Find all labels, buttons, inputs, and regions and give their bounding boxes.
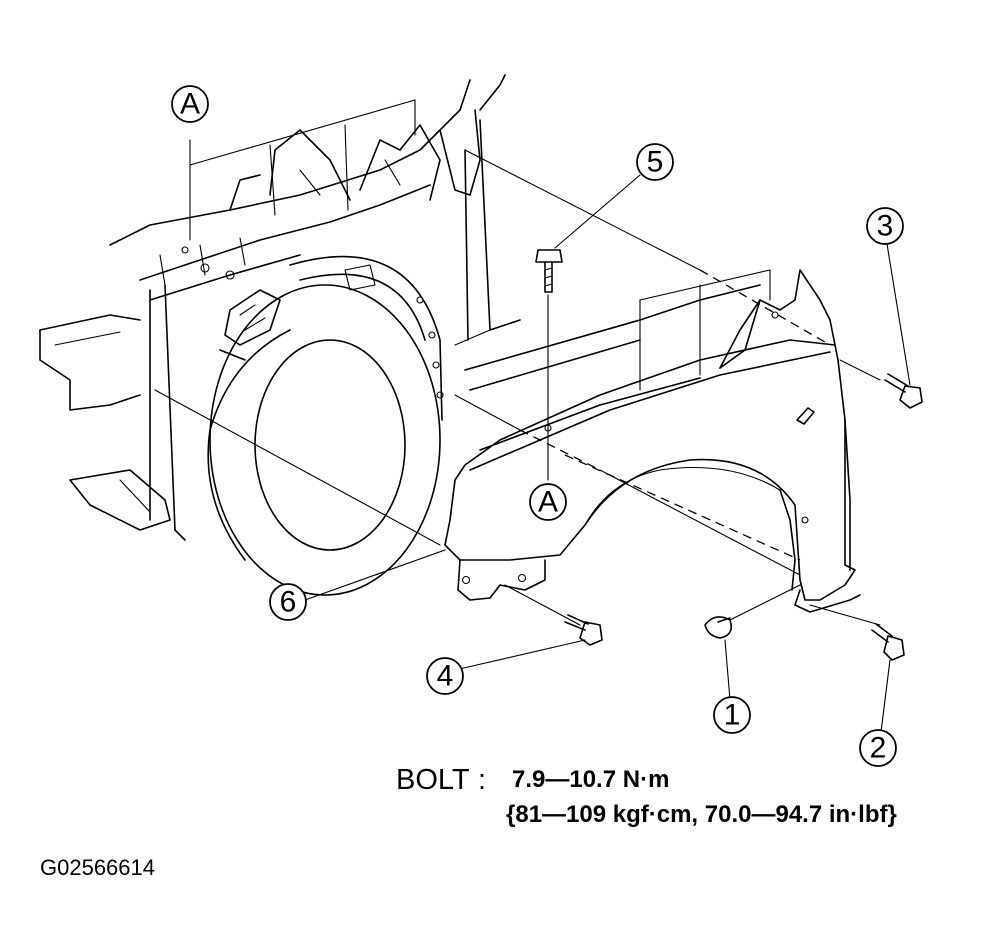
svg-text:1: 1 — [724, 699, 741, 732]
vehicle-body-structure — [39, 74, 761, 596]
svg-text:A: A — [538, 486, 558, 519]
torque-spec-colon: : — [478, 764, 487, 796]
torque-spec-alt-units: {81—109 kgf·cm, 70.0—94.7 in·lbf} — [506, 801, 897, 828]
figure-id: G02566614 — [40, 855, 155, 880]
callout-6: 6 — [269, 583, 307, 621]
bolt-3 — [884, 373, 923, 409]
callout-a-mid: A — [529, 483, 567, 521]
bolt-2 — [871, 623, 905, 661]
svg-text:3: 3 — [877, 210, 894, 243]
fender-panel — [444, 269, 861, 613]
callout-a-top: A — [171, 85, 209, 123]
bolt-4 — [564, 614, 603, 646]
svg-text:5: 5 — [647, 146, 664, 179]
svg-text:4: 4 — [437, 660, 454, 693]
svg-text:2: 2 — [870, 732, 887, 765]
callout-2: 2 — [859, 729, 897, 767]
callout-3: 3 — [866, 207, 911, 386]
alignment-lines — [154, 99, 891, 741]
svg-text:A: A — [180, 88, 200, 121]
clip-1 — [704, 616, 733, 639]
bolt-5 — [535, 249, 563, 293]
torque-spec-value: 7.9—10.7 N·m — [512, 766, 670, 793]
callout-4: 4 — [426, 657, 464, 695]
torque-spec-label: BOLT — [396, 764, 470, 796]
svg-text:6: 6 — [280, 586, 297, 619]
callout-5: 5 — [554, 143, 674, 249]
callout-1: 1 — [713, 696, 751, 734]
